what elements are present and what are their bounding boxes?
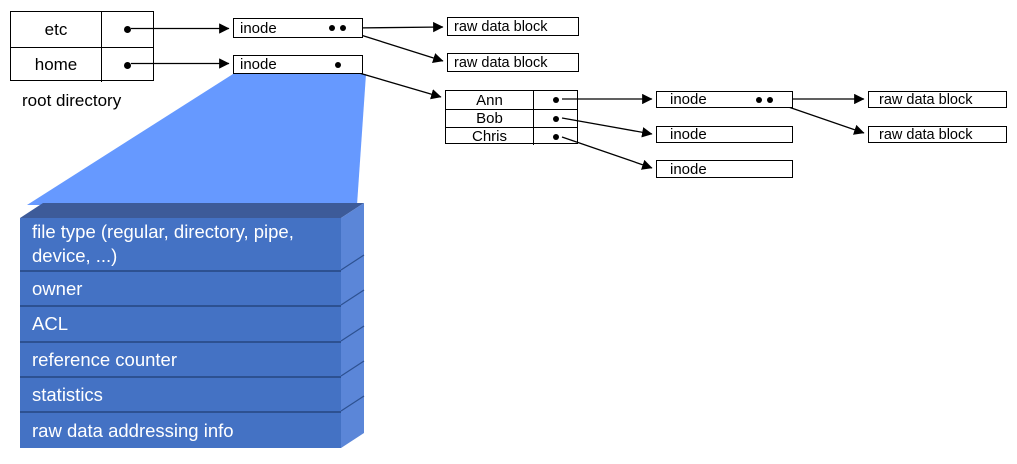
dir-entry-name: Chris bbox=[446, 128, 534, 145]
block-pointer-dots bbox=[329, 19, 346, 37]
home-dir-row-bob: Bob bbox=[446, 109, 577, 127]
inode-box-ann: inode bbox=[656, 91, 793, 108]
dir-entry-pointer-cell bbox=[534, 91, 577, 109]
dir-entry-name: home bbox=[11, 48, 102, 82]
dir-entry-name: Bob bbox=[446, 110, 534, 127]
pointer-dot bbox=[756, 96, 762, 103]
dir-entry-pointer-cell bbox=[534, 128, 577, 145]
pointer-dot bbox=[767, 96, 773, 103]
inode-fields-stack: file type (regular, directory, pipe, dev… bbox=[20, 218, 341, 448]
pointer-dot bbox=[124, 26, 131, 33]
inode-field-row: statistics bbox=[20, 376, 341, 411]
dir-entry-pointer-cell bbox=[534, 110, 577, 127]
pointer-dot bbox=[552, 97, 559, 103]
zoom-funnel-shape bbox=[27, 74, 366, 205]
inode-label: inode bbox=[670, 91, 707, 108]
raw-data-block: raw data block bbox=[868, 91, 1007, 108]
inode-box-bob: inode bbox=[656, 126, 793, 143]
dir-entry-name: etc bbox=[11, 12, 102, 47]
inode-field-row: ACL bbox=[20, 305, 341, 341]
inode-box-home: inode bbox=[233, 55, 363, 74]
pointer-dot bbox=[124, 61, 131, 69]
stack-side-bevel bbox=[341, 203, 364, 448]
stack-top-bevel bbox=[20, 203, 364, 218]
pointer-dot bbox=[552, 115, 559, 122]
dir-entry-pointer-cell bbox=[102, 48, 153, 82]
pointer-dot bbox=[340, 25, 346, 31]
raw-data-block: raw data block bbox=[868, 126, 1007, 143]
root-directory-label: root directory bbox=[22, 91, 122, 110]
pointer-dot bbox=[329, 25, 335, 31]
home-directory-table: Ann Bob Chris bbox=[445, 90, 578, 145]
arrow-inode1-to-rawblock2 bbox=[347, 30, 444, 63]
arrow-inode1-to-rawblock1 bbox=[351, 21, 444, 33]
inode-field-row: file type (regular, directory, pipe, dev… bbox=[32, 221, 294, 266]
inode-box-etc: inode bbox=[233, 18, 363, 38]
inode-label: inode bbox=[240, 56, 277, 73]
inode-field-row: reference counter bbox=[20, 341, 341, 376]
inode-label: inode bbox=[670, 160, 707, 178]
raw-data-block-label: raw data block bbox=[454, 18, 548, 35]
inode-label: inode bbox=[240, 19, 277, 37]
root-dir-row-home: home bbox=[11, 47, 153, 82]
raw-data-block: raw data block bbox=[447, 17, 579, 36]
root-directory-table: etc home bbox=[10, 11, 154, 82]
dir-entry-pointer-cell bbox=[102, 12, 153, 47]
raw-data-block: raw data block bbox=[447, 53, 579, 72]
block-pointer-dots bbox=[756, 92, 773, 107]
home-dir-row-ann: Ann bbox=[446, 91, 577, 109]
inode-box-chris: inode bbox=[656, 160, 793, 178]
root-dir-row-etc: etc bbox=[11, 12, 153, 47]
block-pointer-dots bbox=[335, 56, 341, 73]
home-dir-row-chris: Chris bbox=[446, 127, 577, 145]
dir-entry-name: Ann bbox=[446, 91, 534, 109]
inode-field-row: owner bbox=[20, 270, 341, 305]
inode-label: inode bbox=[670, 126, 707, 143]
pointer-dot bbox=[552, 133, 559, 140]
raw-data-block-label: raw data block bbox=[879, 126, 973, 143]
raw-data-block-label: raw data block bbox=[454, 54, 548, 71]
inode-field-row: raw data addressing info bbox=[20, 411, 341, 448]
raw-data-block-label: raw data block bbox=[879, 91, 973, 108]
stack-side-divider-lines bbox=[340, 254, 365, 412]
pointer-dot bbox=[335, 61, 341, 68]
